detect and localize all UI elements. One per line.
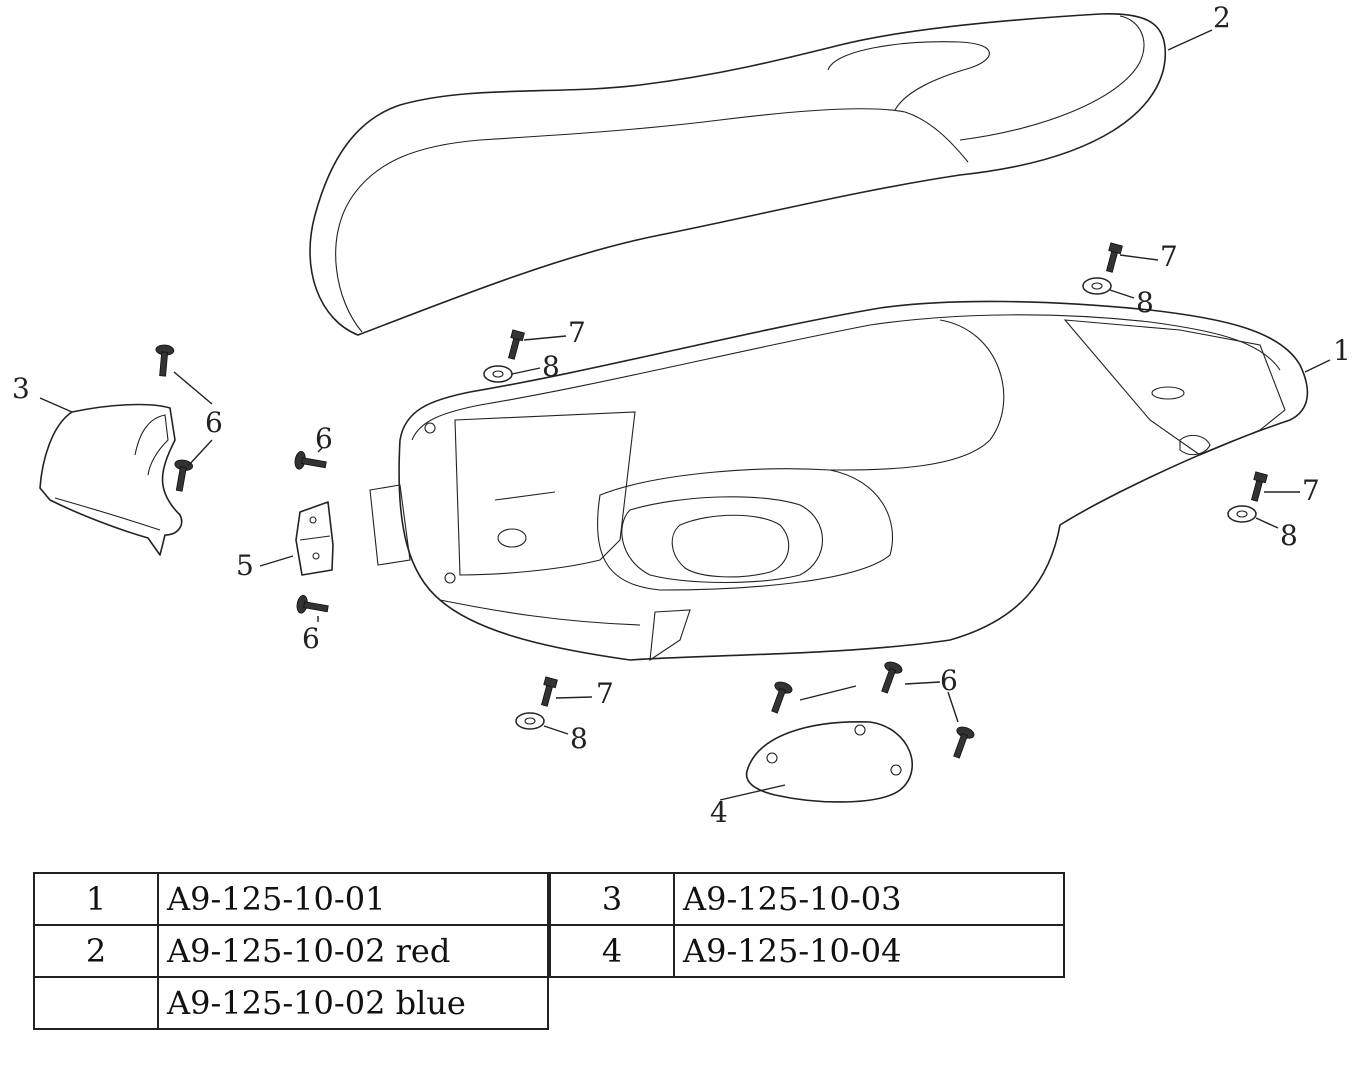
washers (483, 277, 1257, 730)
part-code-cell: A9-125-10-02 blue (157, 976, 549, 1030)
callout-6-upper-left: 6 (205, 406, 223, 439)
screw-6-lower-left (174, 459, 194, 492)
round-cover-part (745, 721, 913, 803)
screw-7-right (1250, 471, 1268, 502)
table-row: 4 A9-125-10-04 (549, 924, 1065, 978)
screw-6-bracket-bottom (296, 594, 329, 614)
screw-7-top-right (1105, 242, 1123, 273)
table-row: 2 A9-125-10-02 red (33, 924, 549, 978)
screw-7-bottom (540, 676, 558, 707)
screw-6-bottom-a (771, 681, 793, 714)
callout-7-center: 7 (568, 316, 586, 349)
part-number-cell: 1 (33, 872, 159, 926)
seat-part (309, 13, 1167, 336)
exploded-parts-diagram: 1 2 3 4 5 6 6 6 6 7 7 7 7 8 8 8 8 (12, 1, 1351, 829)
part-code-cell: A9-125-10-04 (673, 924, 1065, 978)
part-code-cell: A9-125-10-02 red (157, 924, 549, 978)
callout-3: 3 (12, 372, 30, 405)
washer-8-top-right (1082, 277, 1112, 295)
storage-box-part (369, 300, 1309, 662)
callout-8-bottom: 8 (570, 722, 588, 755)
callout-7-top-right: 7 (1160, 240, 1178, 273)
part-number-cell: 4 (549, 924, 675, 978)
callout-6-bracket-bottom: 6 (302, 622, 320, 655)
table-row: 3 A9-125-10-03 (549, 872, 1065, 926)
parts-table-left: 1 A9-125-10-01 2 A9-125-10-02 red A9-125… (33, 872, 549, 1030)
part-code-cell: A9-125-10-01 (157, 872, 549, 926)
callout-8-right: 8 (1280, 519, 1298, 552)
screw-6-bottom-b (881, 661, 903, 694)
callout-4: 4 (710, 796, 728, 829)
table-row: 1 A9-125-10-01 (33, 872, 549, 926)
washer-8-bottom (515, 712, 545, 730)
callout-6-bracket-top: 6 (315, 422, 333, 455)
callout-7-bottom: 7 (596, 677, 614, 710)
washer-8-right (1227, 505, 1257, 523)
part-number-cell: 3 (549, 872, 675, 926)
callout-1: 1 (1333, 334, 1351, 367)
callout-6-bottom: 6 (940, 664, 958, 697)
callout-5: 5 (236, 549, 254, 582)
screws (155, 242, 1268, 759)
parts-table-right: 3 A9-125-10-03 4 A9-125-10-04 (549, 872, 1065, 978)
part-code-cell: A9-125-10-03 (673, 872, 1065, 926)
bracket-part (295, 501, 334, 576)
washer-8-center (483, 365, 513, 383)
part-number-cell (33, 976, 159, 1030)
screw-6-upper-left (155, 344, 175, 377)
front-cover-part (39, 403, 183, 556)
callout-8-center: 8 (542, 350, 560, 383)
leader-lines (39, 29, 1331, 801)
screw-6-bracket-top (294, 450, 327, 470)
callout-2: 2 (1213, 1, 1231, 34)
screw-6-bottom-c (953, 726, 975, 759)
callout-7-right: 7 (1302, 474, 1320, 507)
callout-8-top-right: 8 (1136, 286, 1154, 319)
part-number-cell: 2 (33, 924, 159, 978)
table-row: A9-125-10-02 blue (33, 976, 549, 1030)
screw-7-center (507, 329, 525, 360)
